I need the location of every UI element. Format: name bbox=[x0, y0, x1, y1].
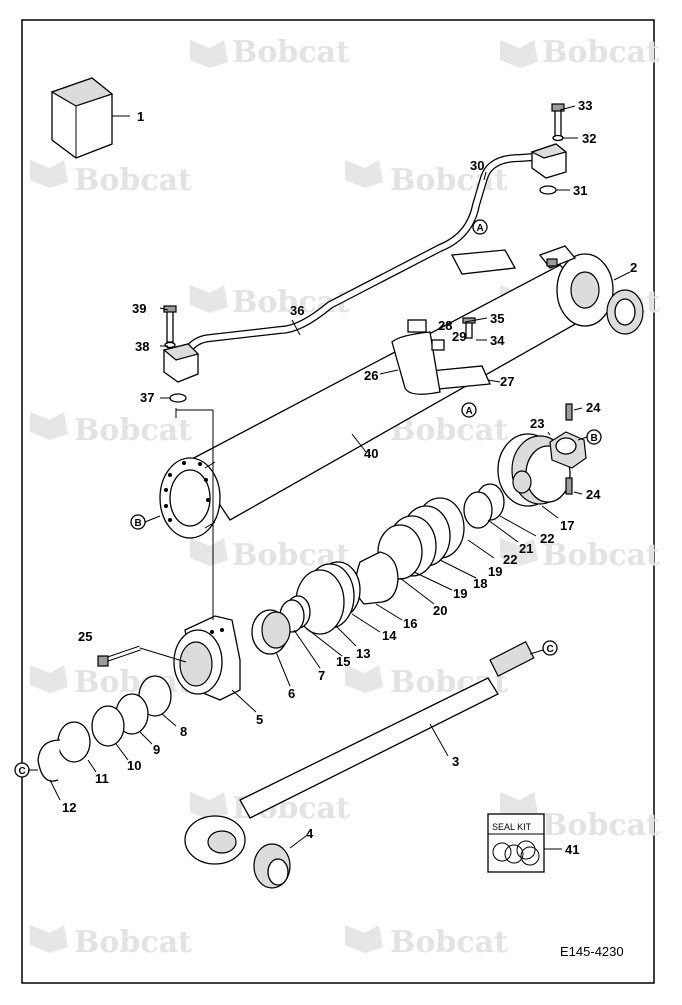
callout-40[interactable]: 40 bbox=[364, 446, 378, 461]
ref-b-left-label: B bbox=[135, 518, 142, 529]
callout-18[interactable]: 18 bbox=[473, 576, 487, 591]
callout-37[interactable]: 37 bbox=[140, 390, 154, 405]
watermark-text: Bobcat bbox=[542, 35, 660, 70]
callout-17[interactable]: 17 bbox=[560, 518, 574, 533]
part-30-36-tubes[interactable] bbox=[176, 152, 549, 371]
callout-4[interactable]: 4 bbox=[306, 826, 314, 841]
callout-36[interactable]: 36 bbox=[290, 303, 304, 318]
watermark-logo: Bobcat bbox=[30, 412, 192, 448]
part-25-bolt[interactable] bbox=[97, 645, 141, 667]
callout-7[interactable]: 7 bbox=[318, 668, 325, 683]
leader-lines bbox=[28, 105, 631, 849]
part-8-12-rings[interactable] bbox=[37, 675, 172, 782]
part-37-oring[interactable] bbox=[169, 393, 187, 403]
part-31-oring[interactable] bbox=[539, 185, 557, 195]
callout-22[interactable]: 22 bbox=[540, 531, 554, 546]
ref-c-left-label: C bbox=[19, 766, 26, 777]
ref-a-top bbox=[472, 219, 488, 235]
callout-19[interactable]: 19 bbox=[453, 586, 467, 601]
callout-8[interactable]: 8 bbox=[180, 724, 187, 739]
watermark-logo: Bobcat bbox=[190, 35, 350, 70]
watermark-logo: Bobcat bbox=[500, 35, 660, 70]
watermark-text: Bobcat bbox=[390, 925, 508, 960]
callout-38[interactable]: 38 bbox=[135, 339, 149, 354]
drawing-code: E145-4230 bbox=[560, 944, 624, 959]
seal-kit-label: SEAL KIT bbox=[492, 822, 532, 832]
watermark-text: Bobcat bbox=[74, 925, 192, 960]
callout-19[interactable]: 19 bbox=[488, 564, 502, 579]
ref-c-right-label: C bbox=[547, 644, 554, 655]
watermark-text: Bobcat bbox=[74, 163, 192, 198]
callout-6[interactable]: 6 bbox=[288, 686, 295, 701]
callout-34[interactable]: 34 bbox=[490, 333, 505, 348]
part-23-24-nut[interactable] bbox=[549, 403, 587, 495]
callout-35[interactable]: 35 bbox=[490, 311, 504, 326]
seal-kit-box[interactable]: SEAL KIT bbox=[487, 813, 562, 873]
watermark-text: Bobcat bbox=[542, 808, 660, 843]
watermark-logo: Bobcat bbox=[345, 925, 508, 960]
callout-26[interactable]: 26 bbox=[364, 368, 378, 383]
callout-15[interactable]: 15 bbox=[336, 654, 350, 669]
part-13-16-seals[interactable] bbox=[279, 551, 399, 635]
ref-a-top-label: A bbox=[477, 223, 484, 234]
part-26-27-bracket[interactable] bbox=[391, 249, 517, 395]
watermark-text: Bobcat bbox=[542, 538, 660, 573]
callout-5[interactable]: 5 bbox=[256, 712, 263, 727]
callout-3[interactable]: 3 bbox=[452, 754, 459, 769]
callout-22[interactable]: 22 bbox=[503, 552, 517, 567]
callout-29[interactable]: 29 bbox=[452, 329, 466, 344]
callout-33[interactable]: 33 bbox=[578, 98, 592, 113]
callout-16[interactable]: 16 bbox=[403, 616, 417, 631]
callout-24[interactable]: 24 bbox=[586, 400, 601, 415]
part-4-bushing[interactable] bbox=[253, 843, 291, 889]
callout-11[interactable]: 11 bbox=[95, 771, 109, 786]
part-6-bushing[interactable] bbox=[251, 609, 291, 655]
callout-9[interactable]: 9 bbox=[153, 742, 160, 757]
part-3-rod[interactable] bbox=[184, 641, 535, 865]
part-5-gland[interactable] bbox=[173, 615, 241, 701]
callout-numbers: 1 2 3 4 5 6 7 8 9 10 11 12 13 14 15 16 1… bbox=[62, 98, 637, 857]
callout-1[interactable]: 1 bbox=[137, 109, 144, 124]
callout-20[interactable]: 20 bbox=[433, 603, 447, 618]
ref-a-bottom-label: A bbox=[466, 406, 473, 417]
callout-14[interactable]: 14 bbox=[382, 628, 397, 643]
watermark-text: Bobcat bbox=[232, 35, 350, 70]
callout-41[interactable]: 41 bbox=[565, 842, 579, 857]
callout-32[interactable]: 32 bbox=[582, 131, 596, 146]
callout-39[interactable]: 39 bbox=[132, 301, 146, 316]
callout-24[interactable]: 24 bbox=[586, 487, 601, 502]
callout-13[interactable]: 13 bbox=[356, 646, 370, 661]
part-32-33-block[interactable] bbox=[530, 103, 568, 179]
part-1-box[interactable] bbox=[50, 77, 130, 159]
ref-c-right bbox=[542, 640, 558, 656]
callout-12[interactable]: 12 bbox=[62, 800, 76, 815]
callout-23[interactable]: 23 bbox=[530, 416, 544, 431]
callout-2[interactable]: 2 bbox=[630, 260, 637, 275]
part-38-39-block[interactable] bbox=[162, 305, 200, 383]
watermark-logo: Bobcat bbox=[345, 160, 508, 198]
part-2-rear-eye[interactable] bbox=[538, 245, 644, 335]
watermark-logo: Bobcat bbox=[30, 160, 192, 198]
callout-27[interactable]: 27 bbox=[500, 374, 514, 389]
callout-28[interactable]: 28 bbox=[438, 318, 452, 333]
callout-21[interactable]: 21 bbox=[519, 541, 533, 556]
watermark-logo: Bobcat bbox=[500, 538, 660, 573]
watermark-logo: Bobcat bbox=[30, 925, 192, 960]
callout-25[interactable]: 25 bbox=[78, 629, 92, 644]
watermark-text: Bobcat bbox=[74, 413, 192, 448]
watermark-logo: Bobcat bbox=[500, 792, 660, 843]
callout-10[interactable]: 10 bbox=[127, 758, 141, 773]
part-18-22-seals[interactable] bbox=[377, 483, 505, 580]
ref-a-bottom bbox=[461, 402, 477, 418]
callout-30[interactable]: 30 bbox=[470, 158, 484, 173]
watermark-text: Bobcat bbox=[390, 413, 508, 448]
callout-31[interactable]: 31 bbox=[573, 183, 587, 198]
ref-b-right-label: B bbox=[591, 433, 598, 444]
